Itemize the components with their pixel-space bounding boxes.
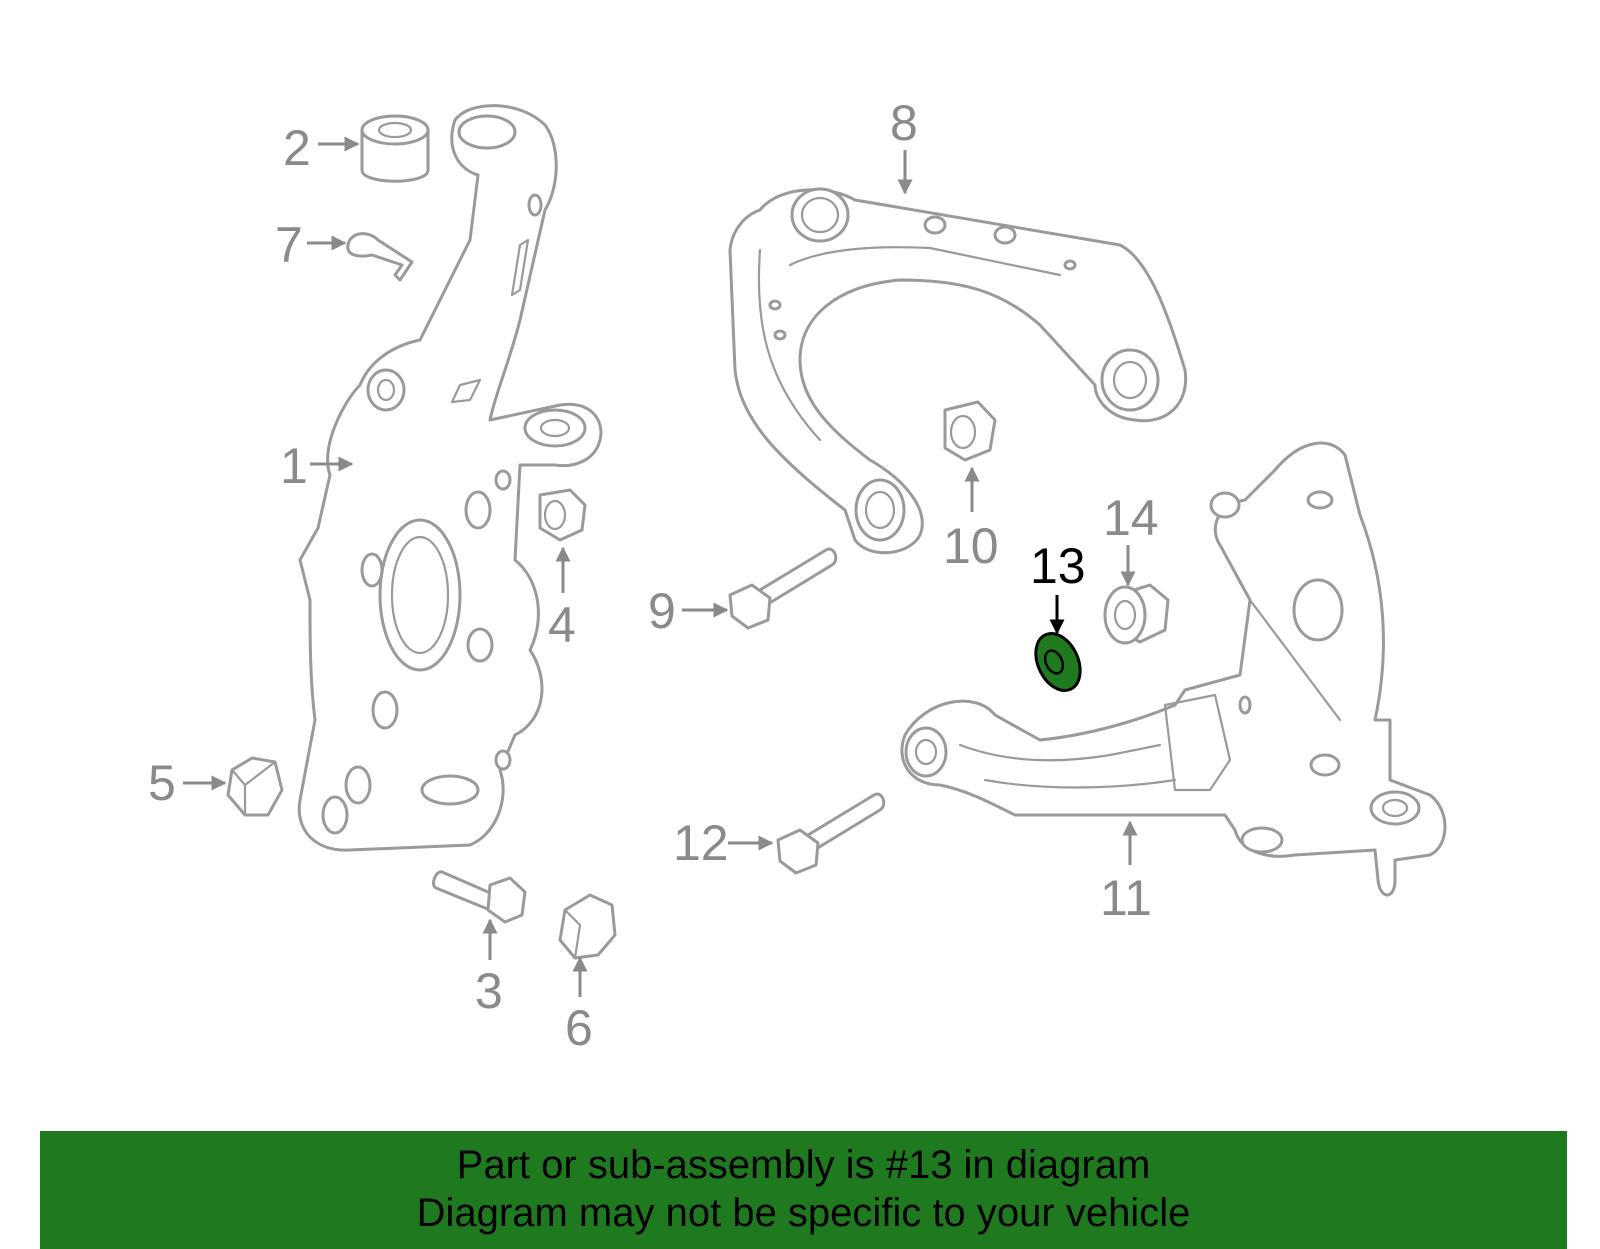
- washer-part-13-highlighted[interactable]: [1027, 626, 1089, 697]
- info-banner: Part or sub-assembly is #13 in diagram D…: [40, 1131, 1567, 1249]
- callout-1: 1: [280, 438, 308, 494]
- cotter-pin-part[interactable]: [346, 232, 414, 282]
- nut-part-14[interactable]: [1103, 583, 1170, 645]
- bolt-part-12[interactable]: [776, 792, 886, 875]
- callout-7: 7: [275, 217, 303, 273]
- bushing-part[interactable]: [360, 114, 430, 183]
- callout-13-highlighted: 13: [1030, 538, 1086, 594]
- hex-nut-part-5[interactable]: [226, 756, 284, 817]
- bolt-part-3[interactable]: [432, 870, 527, 924]
- steering-knuckle-part[interactable]: [297, 104, 603, 852]
- callout-12: 12: [673, 815, 729, 871]
- banner-line-disclaimer: Diagram may not be specific to your vehi…: [416, 1191, 1191, 1235]
- callout-4: 4: [548, 597, 576, 653]
- hex-nut-part-6[interactable]: [558, 893, 617, 960]
- parts-diagram: 2 7 1 5 4 3 6 8 9 10 14 13 12 11: [148, 95, 1447, 1056]
- upper-control-arm-part[interactable]: [728, 187, 1188, 555]
- lower-control-arm-part[interactable]: [900, 441, 1447, 897]
- callout-11: 11: [1100, 870, 1152, 926]
- callout-5: 5: [148, 755, 176, 811]
- callout-14: 14: [1103, 490, 1159, 546]
- banner-line-part-info: Part or sub-assembly is #13 in diagram: [456, 1143, 1151, 1187]
- callout-10: 10: [943, 518, 999, 574]
- bolt-part-9[interactable]: [728, 547, 838, 630]
- callout-labels: 2 7 1 5 4 3 6 8 9 10 14 13 12 11: [148, 95, 1159, 1056]
- callout-8: 8: [890, 95, 918, 151]
- callout-9: 9: [648, 583, 676, 639]
- callout-6: 6: [565, 1000, 593, 1056]
- nut-part-4[interactable]: [538, 488, 587, 542]
- callout-2: 2: [283, 120, 311, 176]
- callout-3: 3: [475, 963, 503, 1019]
- callout-arrows: [183, 136, 1138, 997]
- nut-part-10[interactable]: [943, 400, 997, 462]
